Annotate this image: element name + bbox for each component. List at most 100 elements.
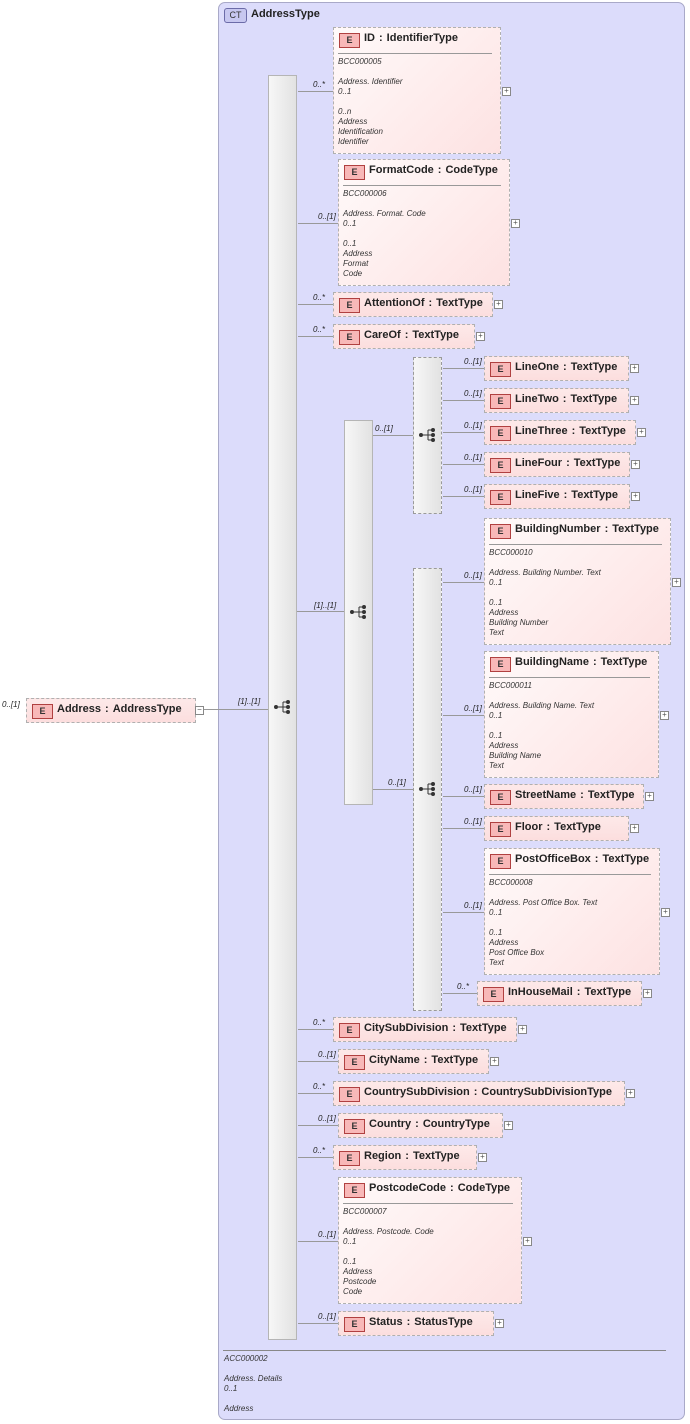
expand-icon[interactable]: +: [631, 460, 640, 469]
cardinality-citysubdivision: 0..*: [313, 1018, 326, 1027]
cardinality-careof: 0..*: [313, 325, 326, 334]
expand-icon[interactable]: +: [494, 300, 503, 309]
annotation-divider: [343, 185, 501, 186]
element-countrysubdivision[interactable]: E CountrySubDivision:CountrySubDivisionTy…: [333, 1081, 625, 1106]
element-tag: E: [344, 1119, 365, 1134]
element-tag: E: [32, 704, 53, 719]
expand-icon[interactable]: +: [490, 1057, 499, 1066]
element-tag: E: [490, 822, 511, 837]
ct-annotation: ACC000002 Address. Details 0..1 Address: [224, 1354, 283, 1413]
connector: [298, 304, 333, 305]
connector: [298, 1093, 333, 1094]
connector: [373, 789, 413, 790]
root-cardinality: 0..[1]: [2, 700, 20, 709]
element-tag: E: [490, 458, 511, 473]
expand-icon[interactable]: +: [630, 396, 639, 405]
expand-icon[interactable]: +: [502, 87, 511, 96]
element-name: LineFour:TextType: [515, 457, 621, 469]
element-tag: E: [339, 298, 360, 313]
connector: [443, 796, 484, 797]
connector: [443, 993, 477, 994]
element-name: Country:CountryType: [369, 1118, 490, 1130]
element-inhousemail[interactable]: E InHouseMail:TextType: [477, 981, 642, 1006]
element-floor[interactable]: E Floor:TextType: [484, 816, 629, 841]
element-name: PostcodeCode:CodeType: [369, 1182, 511, 1194]
cardinality-buildingnumber: 0..[1]: [464, 571, 482, 580]
element-address[interactable]: E Address:AddressType: [26, 698, 196, 723]
expand-icon[interactable]: +: [504, 1121, 513, 1130]
cardinality-country: 0..[1]: [318, 1114, 336, 1123]
element-tag: E: [490, 490, 511, 505]
element-name: CityName:TextType: [369, 1054, 479, 1066]
element-name: Status:StatusType: [369, 1316, 473, 1328]
connector: [298, 223, 338, 224]
element-cityname[interactable]: E CityName:TextType: [338, 1049, 489, 1074]
element-name: LineTwo:TextType: [515, 393, 618, 405]
element-tag: E: [490, 394, 511, 409]
expand-icon[interactable]: +: [672, 578, 681, 587]
cardinality-linefour: 0..[1]: [464, 453, 482, 462]
connector: [298, 1029, 333, 1030]
connector: [443, 496, 484, 497]
element-tag: E: [339, 1087, 360, 1102]
element-name: Floor:TextType: [515, 821, 601, 833]
expand-icon[interactable]: +: [645, 792, 654, 801]
annotation-divider: [338, 53, 492, 54]
element-tag: E: [339, 1023, 360, 1038]
expand-icon[interactable]: +: [660, 711, 669, 720]
connector: [443, 368, 484, 369]
element-country[interactable]: E Country:CountryType: [338, 1113, 503, 1138]
annotation-divider: [343, 1203, 513, 1204]
expand-icon[interactable]: +: [637, 428, 646, 437]
connector: [443, 828, 484, 829]
expand-icon[interactable]: +: [661, 908, 670, 917]
element-tag: E: [490, 362, 511, 377]
cardinality-postofficebox: 0..[1]: [464, 901, 482, 910]
connector: [443, 715, 484, 716]
expand-icon[interactable]: +: [478, 1153, 487, 1162]
element-tag: E: [344, 1055, 365, 1070]
element-tag: E: [483, 987, 504, 1002]
expand-icon[interactable]: +: [518, 1025, 527, 1034]
expand-icon[interactable]: +: [630, 364, 639, 373]
collapse-icon[interactable]: −: [195, 706, 204, 715]
cardinality-linethree: 0..[1]: [464, 421, 482, 430]
element-name: PostOfficeBox:TextType: [515, 853, 650, 865]
expand-icon[interactable]: +: [630, 824, 639, 833]
expand-icon[interactable]: +: [631, 492, 640, 501]
expand-icon[interactable]: +: [626, 1089, 635, 1098]
connector: [443, 400, 484, 401]
expand-icon[interactable]: +: [511, 219, 520, 228]
cardinality-linetwo: 0..[1]: [464, 389, 482, 398]
lines-seq-cardinality: 0..[1]: [375, 424, 393, 433]
element-name: CountrySubDivision:CountrySubDivisionTyp…: [364, 1086, 612, 1098]
expand-icon[interactable]: +: [523, 1237, 532, 1246]
sequence-icon: [350, 605, 366, 619]
element-name: InHouseMail:TextType: [508, 986, 632, 998]
element-linefour[interactable]: E LineFour:TextType: [484, 452, 630, 477]
expand-icon[interactable]: +: [495, 1319, 504, 1328]
element-tag: E: [490, 657, 511, 672]
cardinality-cityname: 0..[1]: [318, 1050, 336, 1059]
expand-icon[interactable]: +: [643, 989, 652, 998]
sequence-icon: [419, 782, 435, 796]
ct-badge: CT: [224, 8, 247, 23]
element-linetwo[interactable]: E LineTwo:TextType: [484, 388, 629, 413]
expand-icon[interactable]: +: [476, 332, 485, 341]
